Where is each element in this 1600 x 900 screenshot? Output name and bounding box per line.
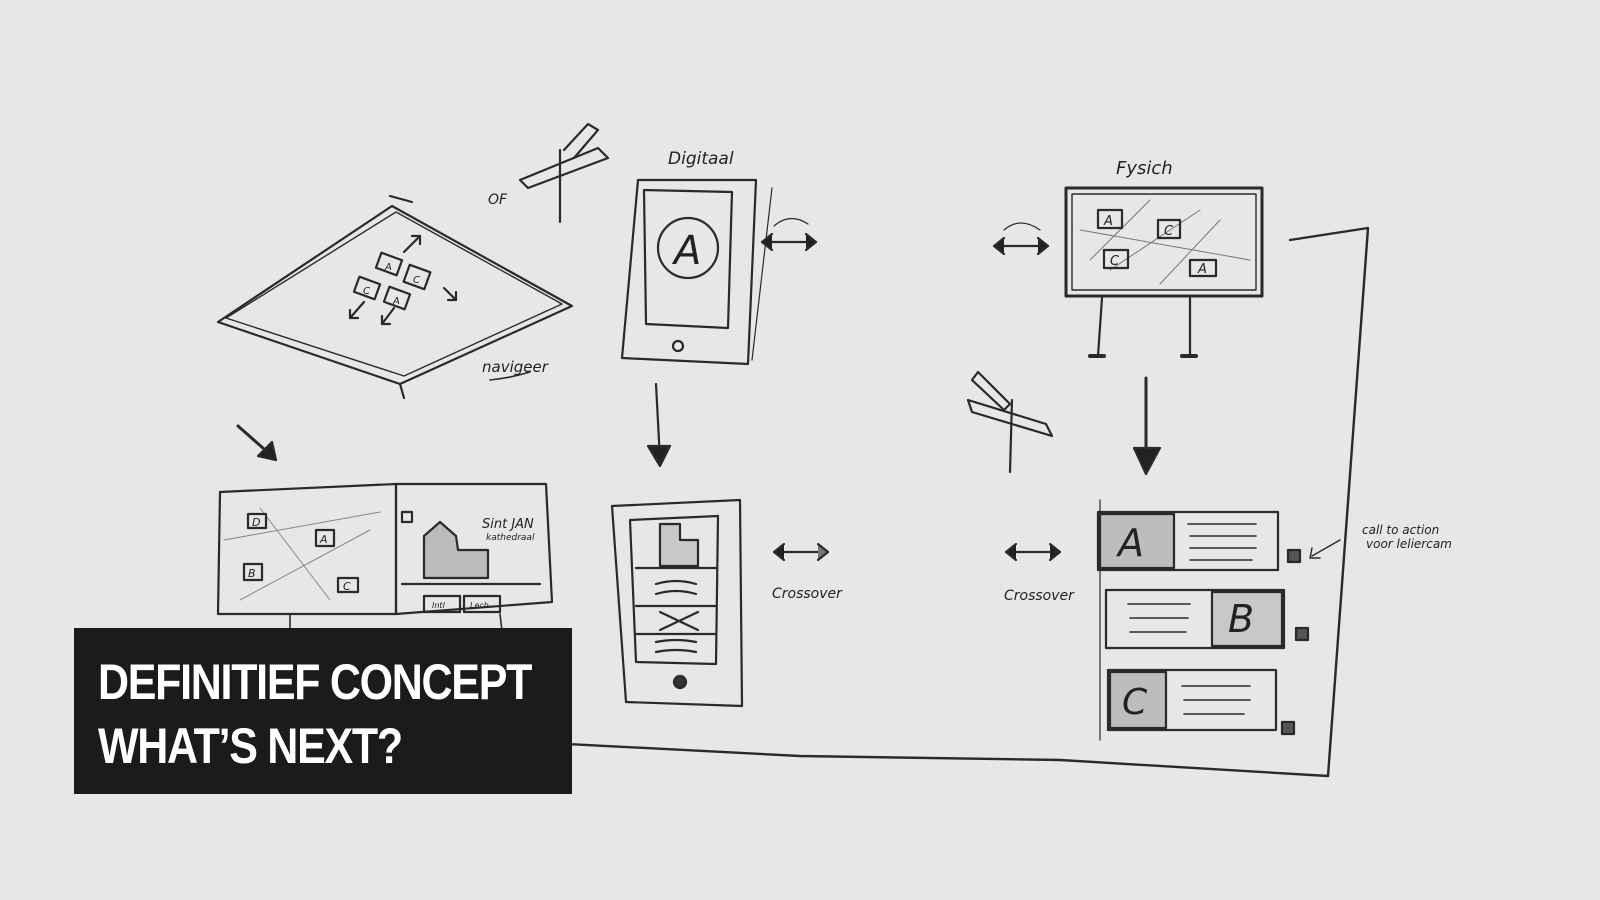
label-digitaal: Digitaal	[668, 149, 734, 169]
signpost-sketch-1	[518, 122, 610, 224]
label-btn-1: Intl	[432, 601, 446, 610]
slide-title-box: DEFINITIEF CONCEPT WHAT’S NEXT?	[74, 628, 572, 794]
card-letter-c: C	[1122, 682, 1148, 723]
tablet-letter: A	[671, 228, 701, 274]
label-crossover-right: Crossover	[1004, 588, 1075, 604]
label-call-to-action-1: call to action	[1362, 523, 1439, 537]
billboard-letter-1: A	[1103, 214, 1113, 229]
label-crossover-left: Crossover	[772, 586, 843, 602]
label-navigeer: navigeer	[482, 358, 549, 376]
label-sint-jan: Sint JAN	[482, 517, 534, 532]
floor-letter-1: A	[384, 262, 392, 273]
slide-title-line-2: WHAT’S NEXT?	[98, 718, 403, 774]
floor-letter-3: C	[363, 286, 370, 297]
phone-sketch	[610, 498, 744, 708]
label-kathedraal: kathedraal	[486, 533, 535, 543]
billboard-letter-3: C	[1110, 254, 1120, 269]
floor-letter-4: A	[392, 296, 400, 307]
label-fysiek: Fysich	[1116, 158, 1173, 179]
label-btn-2: Lech	[470, 601, 489, 610]
tablet-sketch	[620, 178, 773, 366]
billboard-sketch	[1064, 186, 1264, 358]
floor-letter-2: C	[413, 275, 420, 286]
map-letter-3: B	[248, 567, 256, 580]
billboard-letter-4: A	[1197, 262, 1207, 277]
cards-sketch	[1096, 499, 1341, 741]
floor-projection-sketch	[216, 194, 574, 400]
connector-line	[482, 226, 1370, 778]
map-letter-2: A	[319, 533, 328, 546]
label-of: OF	[488, 192, 508, 208]
label-call-to-action-2: voor leliercam	[1366, 537, 1452, 551]
billboard-letter-2: C	[1164, 224, 1174, 239]
map-letter-4: C	[343, 580, 351, 593]
card-letter-b: B	[1228, 597, 1254, 641]
slide-title-line-1: DEFINITIEF CONCEPT	[98, 654, 532, 710]
signpost-sketch-2	[966, 370, 1054, 474]
map-letter-1: D	[252, 516, 260, 529]
card-letter-a: A	[1115, 521, 1144, 565]
